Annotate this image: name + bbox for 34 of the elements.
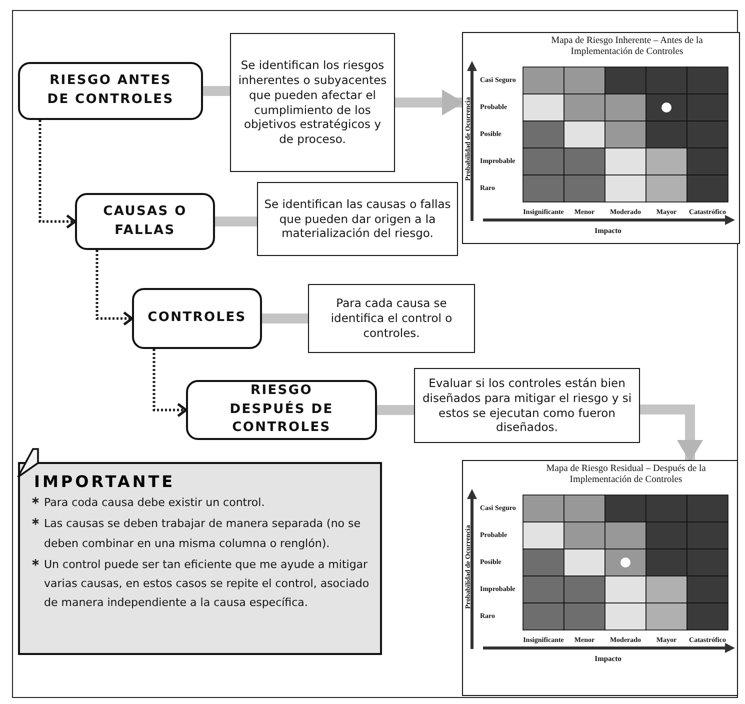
step-box [75,193,215,250]
step-box [132,288,262,349]
note-text: Un control puede ser tan eficiente que me ayude a mitigar varias causas, en estos casos se repite el control, asociado de manera independiente a la causa específica. [44,556,370,612]
connector-band [377,405,414,415]
map-title: Mapa de Riesgo Inherente – Antes de la Implementación de Controles [550,36,704,58]
connector-band [203,86,230,96]
note-card [18,462,382,655]
block-arrow [395,90,464,116]
connector-band [215,216,257,226]
note-text: Para coda causa debe existir un control. [44,495,265,511]
description-text: Se identifican los riesgos inherentes o subyacentes que pueden afectar el cumplimiento de los objetivos estratégicos y de proceso. [237,58,388,148]
description-text: Evaluar si los controles están bien diseñados para mitigar el riesgo y si estos se ejecutan como fueron diseñados. [421,376,633,436]
description-box [414,368,640,443]
note-heading: IMPORTANTE [34,472,176,491]
description-box [257,182,458,256]
step-title: CONTROLES [148,309,246,328]
block-arrow [640,404,703,462]
note-text: Las causas se deben trabajar de manera separada (no se deben combinar en una misma columna o renglón). [44,516,362,552]
step-box [18,62,203,120]
step-title: RIESGO DESPUÉS DE CONTROLES [228,382,334,438]
map-title: Mapa de Riesgo Residual – Después de la Implementación de Controles [545,464,707,486]
step-box [186,380,377,440]
description-text: Se identifican las causas o fallas que pueden dar origen a la materialización del riesgo. [263,196,452,242]
dotted-arrow [96,250,134,326]
dotted-arrow [38,120,76,229]
description-box [230,33,395,172]
step-title: RIESGO ANTES DE CONTROLES [46,72,175,109]
step-title: CAUSAS O FALLAS [103,202,187,240]
description-box [308,284,475,353]
risk-map-card [462,460,738,696]
connector-band [262,314,308,324]
dotted-arrow [152,349,188,418]
risk-map-card [462,32,740,244]
description-text: Para cada causa se identifica el control o controles. [330,296,454,341]
